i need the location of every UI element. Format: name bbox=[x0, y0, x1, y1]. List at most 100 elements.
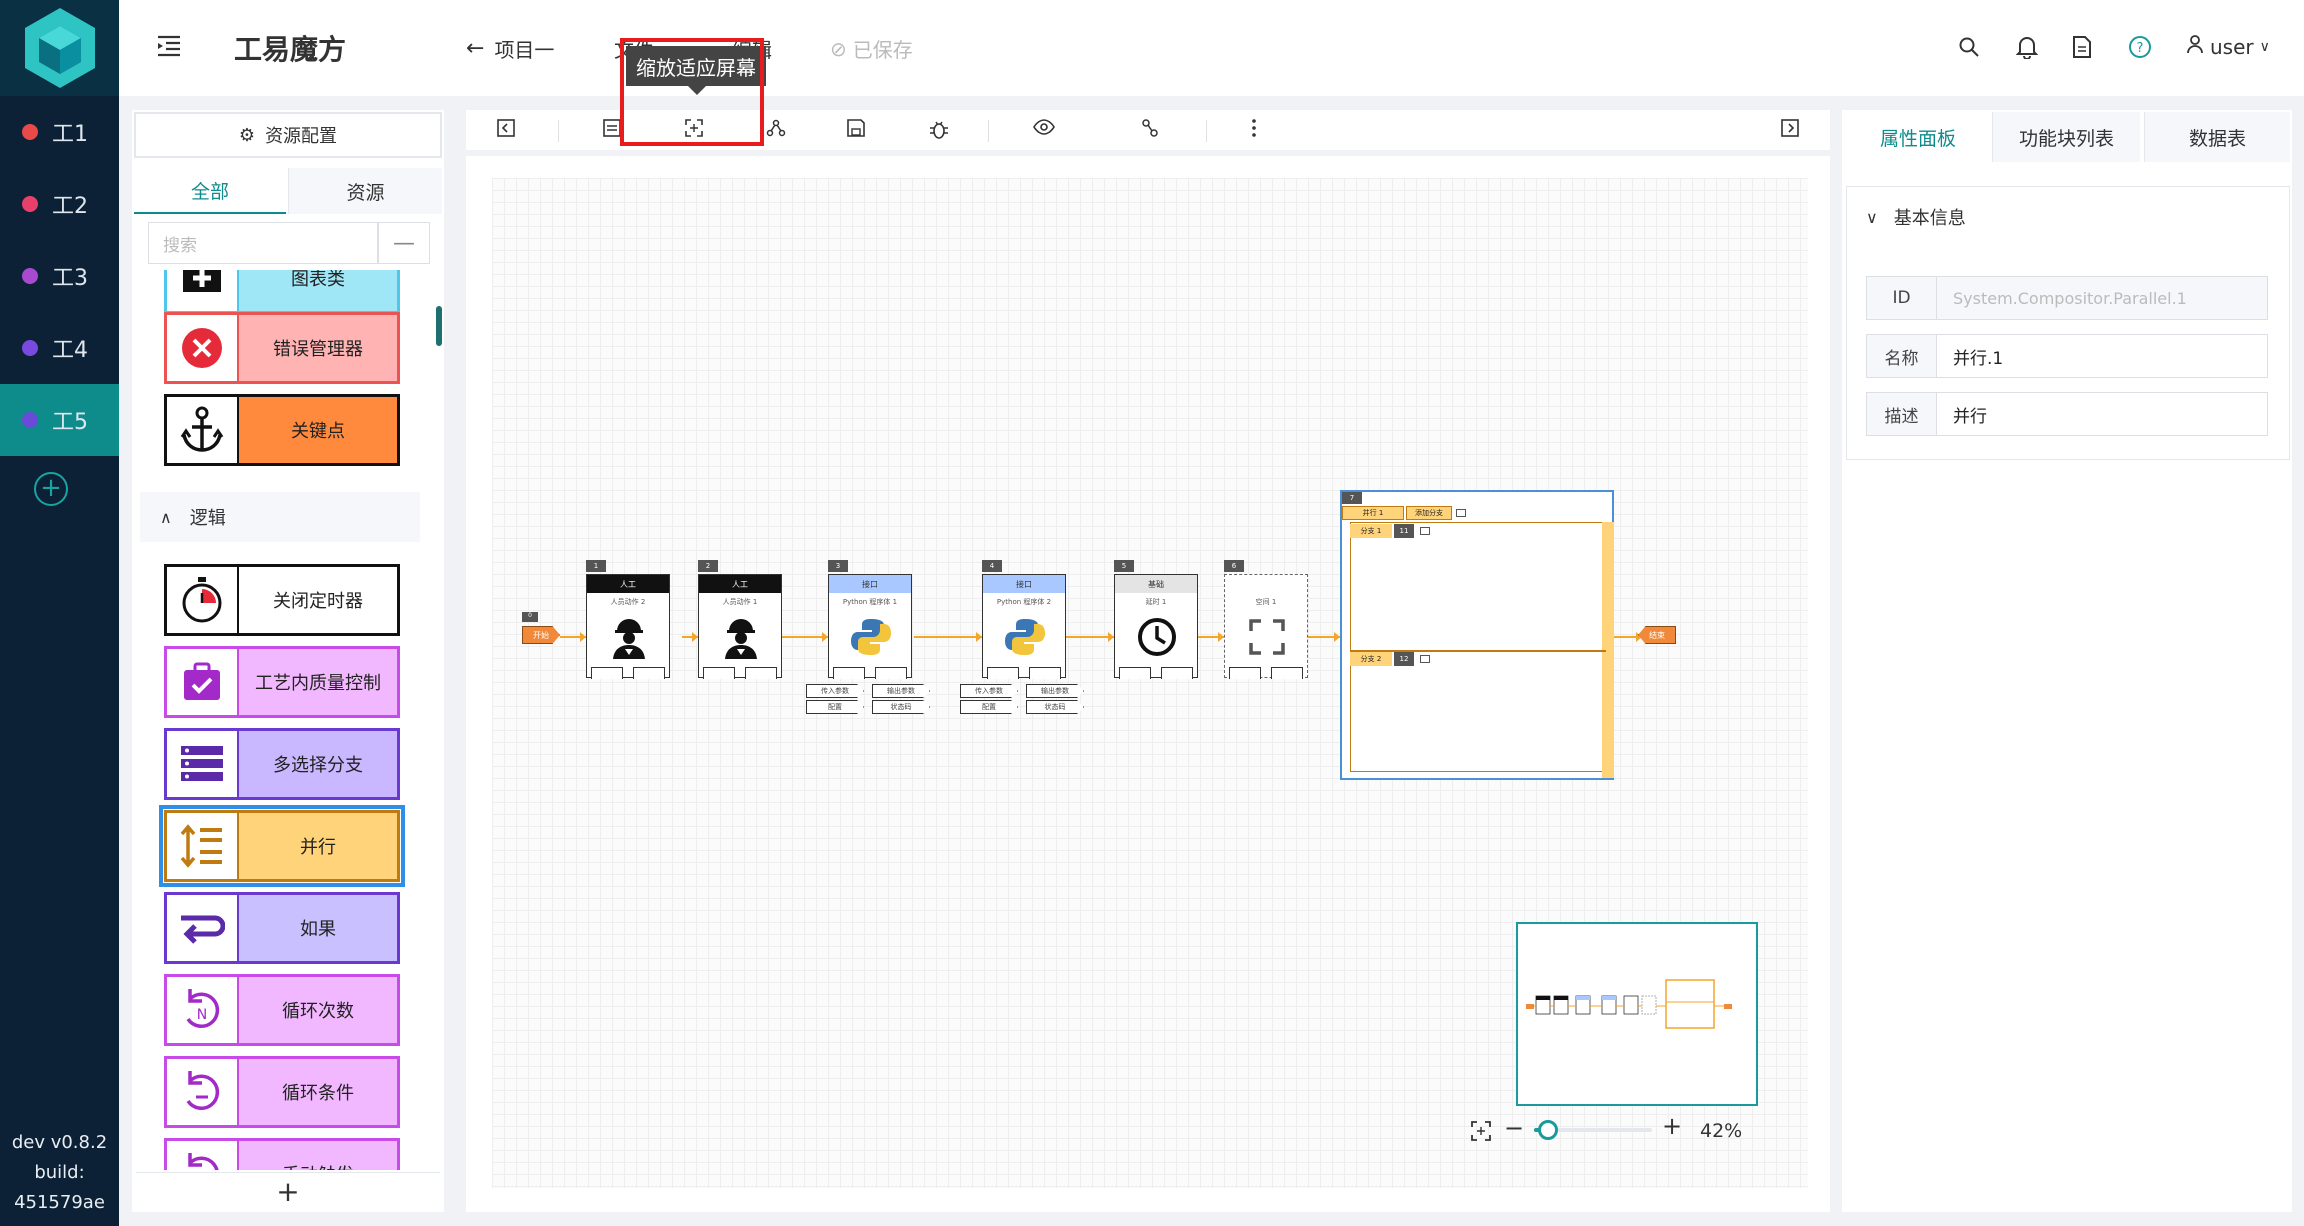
branch-1-toggle[interactable] bbox=[1420, 527, 1430, 535]
collapse-left-icon[interactable] bbox=[496, 118, 516, 142]
bell-icon[interactable] bbox=[2015, 35, 2039, 63]
node-port[interactable] bbox=[745, 667, 777, 679]
port-pill[interactable]: 状态码 bbox=[1026, 700, 1084, 714]
nav-item-5[interactable]: 工5 bbox=[0, 384, 119, 456]
nav-item-2[interactable]: 工2 bbox=[0, 168, 119, 240]
node-name-label: 人员动作 1 bbox=[722, 598, 758, 606]
node-port[interactable] bbox=[1029, 667, 1061, 679]
back-button[interactable]: ← 项目一 bbox=[466, 34, 554, 63]
collapse-toggle[interactable] bbox=[1456, 509, 1466, 517]
port-pill[interactable]: 传入参数 bbox=[960, 684, 1018, 698]
block-error[interactable]: 错误管理器 bbox=[164, 312, 400, 384]
search-input[interactable]: 搜索 bbox=[148, 222, 378, 264]
sliders-icon[interactable] bbox=[602, 118, 622, 142]
add-block-button[interactable]: + bbox=[136, 1172, 440, 1210]
tab-properties[interactable]: 属性面板 bbox=[1844, 112, 1992, 162]
add-branch-button[interactable]: 添加分支 bbox=[1406, 506, 1452, 520]
node-port[interactable] bbox=[1271, 667, 1303, 679]
route-icon[interactable] bbox=[1140, 118, 1160, 142]
node-port[interactable] bbox=[633, 667, 665, 679]
node-port[interactable] bbox=[591, 667, 623, 679]
node-port[interactable] bbox=[1229, 667, 1261, 679]
more-vertical-icon[interactable] bbox=[1250, 118, 1258, 142]
block-label: 如果 bbox=[239, 895, 397, 961]
minimap[interactable] bbox=[1516, 922, 1758, 1106]
nav-item-1[interactable]: 工1 bbox=[0, 96, 119, 168]
port-pill[interactable]: 状态码 bbox=[872, 700, 930, 714]
section-header-logic[interactable]: ∧逻辑 bbox=[140, 492, 420, 542]
node-port[interactable] bbox=[833, 667, 865, 679]
property-value-input[interactable]: 并行.1 bbox=[1953, 348, 2004, 369]
node-num-tag: 4 bbox=[982, 560, 1002, 572]
port-pill[interactable]: 输出参数 bbox=[872, 684, 930, 698]
zoom-out-button[interactable]: − bbox=[1504, 1114, 1525, 1142]
flow-node-5[interactable]: 基础延时 1 bbox=[1114, 574, 1198, 679]
block-quality[interactable]: 工艺内质量控制 bbox=[164, 646, 400, 718]
start-node[interactable]: 开始 bbox=[522, 626, 560, 644]
collapse-right-icon[interactable] bbox=[1780, 118, 1800, 142]
fit-screen-icon[interactable] bbox=[1470, 1120, 1492, 1146]
block-parallel[interactable]: 并行 bbox=[159, 805, 405, 887]
property-value-input[interactable]: 并行 bbox=[1953, 406, 1987, 427]
branch-2-toggle[interactable] bbox=[1420, 655, 1430, 663]
end-node[interactable]: 结束 bbox=[1638, 626, 1676, 644]
tab-function-blocks[interactable]: 功能块列表 bbox=[1992, 112, 2140, 162]
nav-item-3[interactable]: 工3 bbox=[0, 240, 119, 312]
menu-toggle-icon[interactable] bbox=[156, 34, 182, 62]
collapse-button[interactable]: — bbox=[378, 222, 430, 264]
node-port[interactable] bbox=[703, 667, 735, 679]
connector-arrow bbox=[692, 632, 698, 642]
eye-icon[interactable] bbox=[1032, 118, 1056, 140]
flow-node-6[interactable]: 空间 1 bbox=[1224, 574, 1308, 679]
block-multi[interactable]: 多选择分支 bbox=[164, 728, 400, 800]
zoom-slider[interactable] bbox=[1534, 1120, 1652, 1140]
zoom-slider-handle[interactable] bbox=[1538, 1120, 1559, 1140]
flow-node-1[interactable]: 人工人员动作 2 bbox=[586, 574, 670, 679]
block-label: 关键点 bbox=[239, 397, 397, 463]
port-pill[interactable]: 配置 bbox=[806, 700, 864, 714]
block-timer[interactable]: 关闭定时器 bbox=[164, 564, 400, 636]
tab-all[interactable]: 全部 bbox=[134, 168, 286, 214]
port-pill[interactable]: 输出参数 bbox=[1026, 684, 1084, 698]
panel-scrollbar[interactable] bbox=[436, 306, 442, 346]
worker-icon bbox=[719, 615, 763, 663]
app-logo[interactable] bbox=[0, 0, 119, 96]
node-port[interactable] bbox=[1119, 667, 1151, 679]
tab-data-table[interactable]: 数据表 bbox=[2144, 112, 2290, 162]
node-type-label: 接口 bbox=[829, 575, 911, 593]
parallel-num-tag: 7 bbox=[1342, 492, 1362, 504]
block-chart[interactable]: 图表类 bbox=[164, 270, 400, 314]
search-icon[interactable] bbox=[1958, 36, 1980, 62]
zoom-in-button[interactable]: + bbox=[1662, 1112, 1683, 1140]
arrow-left-icon: ← bbox=[466, 36, 485, 61]
port-pill[interactable]: 传入参数 bbox=[806, 684, 864, 698]
block-ifb[interactable]: 如果 bbox=[164, 892, 400, 964]
add-workspace-button[interactable]: + bbox=[34, 472, 68, 506]
block-anchor[interactable]: 关键点 bbox=[164, 394, 400, 466]
fit-screen-icon[interactable] bbox=[684, 118, 704, 142]
bug-icon[interactable] bbox=[928, 118, 950, 144]
node-port[interactable] bbox=[987, 667, 1019, 679]
user-menu[interactable]: user ∨ bbox=[2186, 34, 2270, 59]
help-icon[interactable]: ? bbox=[2128, 35, 2152, 63]
node-port[interactable] bbox=[1161, 667, 1193, 679]
basic-info-header[interactable]: ∨ 基本信息 bbox=[1866, 204, 1966, 230]
block-loopC[interactable]: 循环条件 bbox=[164, 1056, 400, 1128]
document-icon[interactable] bbox=[2072, 35, 2092, 63]
network-icon[interactable] bbox=[766, 118, 786, 142]
chevron-up-icon: ∧ bbox=[160, 507, 172, 527]
user-icon bbox=[2186, 34, 2204, 59]
flow-node-2[interactable]: 人工人员动作 1 bbox=[698, 574, 782, 679]
save-icon[interactable] bbox=[846, 118, 866, 142]
node-port[interactable] bbox=[875, 667, 907, 679]
tab-resource[interactable]: 资源 bbox=[288, 168, 442, 214]
nav-item-4[interactable]: 工4 bbox=[0, 312, 119, 384]
property-key: 名称 bbox=[1867, 335, 1937, 377]
resource-config-button[interactable]: ⚙ 资源配置 bbox=[134, 112, 442, 158]
port-pill[interactable]: 配置 bbox=[960, 700, 1018, 714]
block-manual[interactable]: 手动触发 bbox=[164, 1138, 400, 1170]
